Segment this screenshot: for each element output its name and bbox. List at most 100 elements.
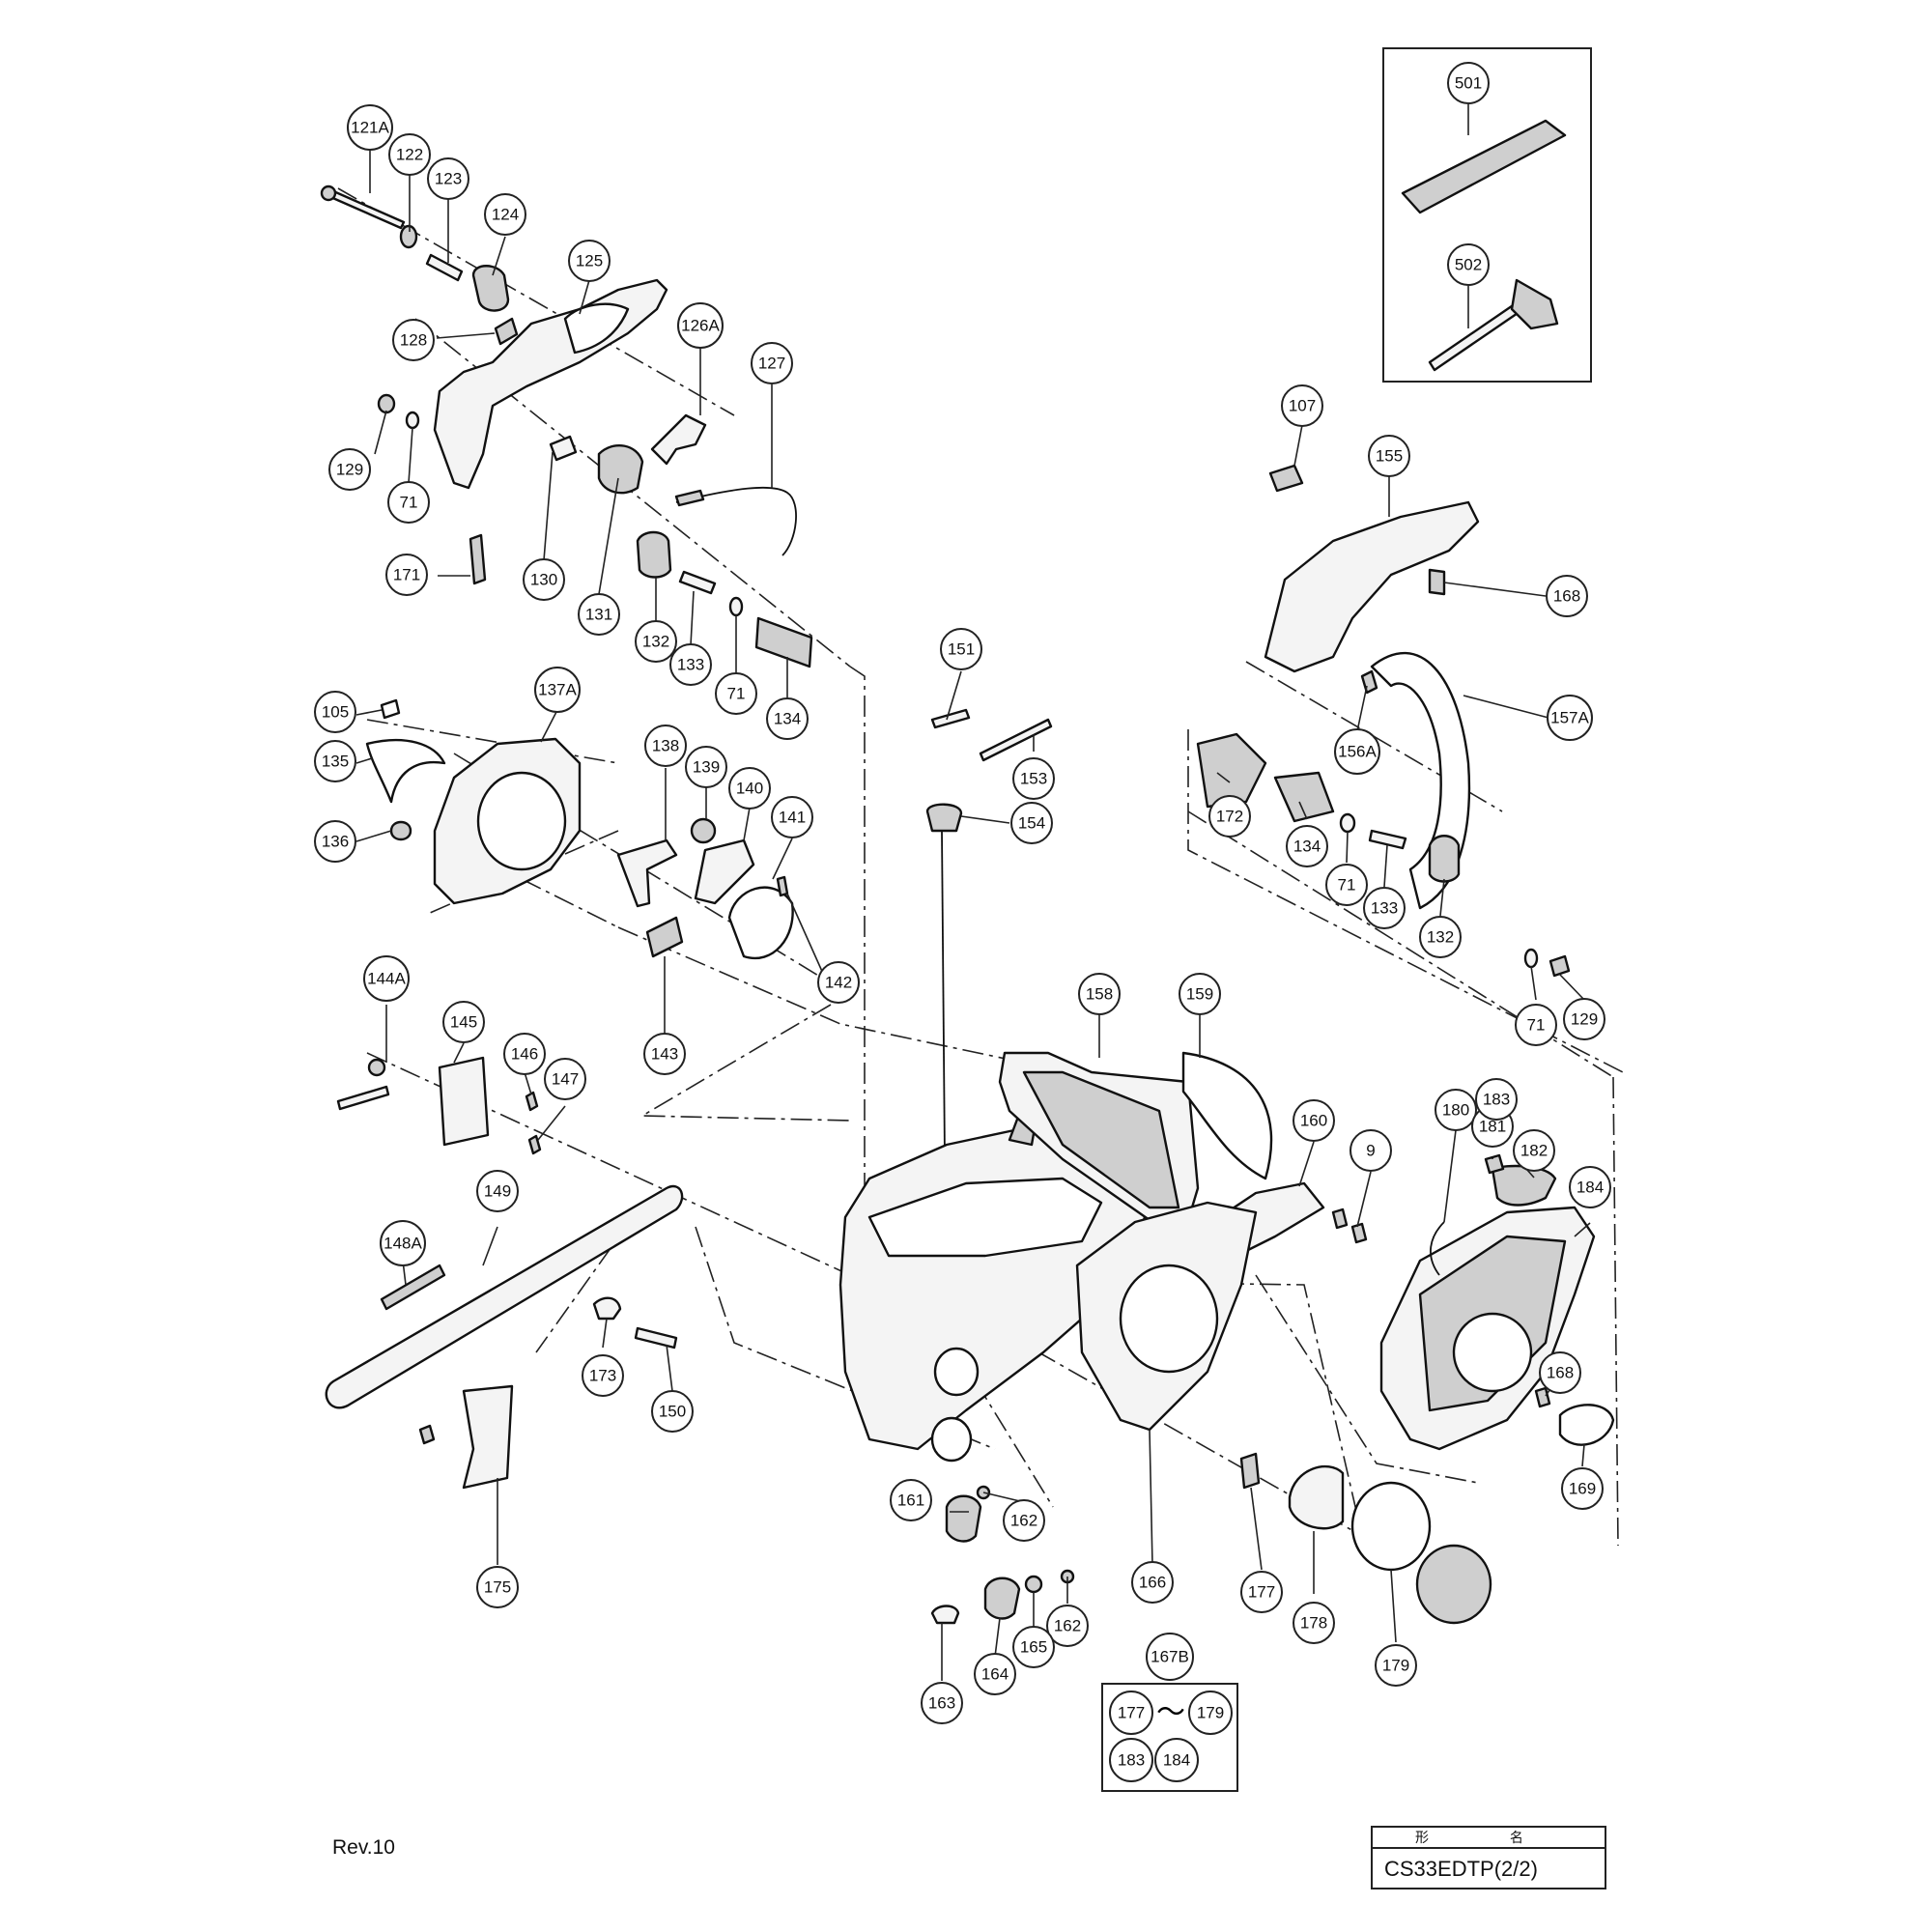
engine-port-shape [933, 1347, 980, 1397]
damper-132b-shape [1428, 835, 1461, 883]
callout-number: 166 [1139, 1574, 1166, 1592]
damper-132-shape [636, 530, 672, 579]
callout-number: 168 [1553, 587, 1580, 606]
bolt-133-shape [678, 570, 717, 595]
callout-137a: 137A [534, 667, 581, 713]
callout-number: 183 [1483, 1091, 1510, 1109]
callout-number: 131 [585, 606, 612, 624]
callout-132: 132 [1419, 916, 1462, 958]
callout-number: 150 [659, 1403, 686, 1421]
callout-number: 132 [642, 633, 669, 651]
screw-168-shape [1428, 568, 1446, 596]
callout-number: 140 [736, 780, 763, 798]
pump-164-shape [983, 1577, 1021, 1620]
screw-146-shape [525, 1091, 539, 1112]
callout-number: 154 [1018, 814, 1045, 833]
callout-124: 124 [484, 193, 526, 236]
cable-end-shape [674, 489, 705, 507]
callout-number: 178 [1300, 1614, 1327, 1633]
pin-123-shape [425, 253, 464, 282]
callout-157a: 157A [1547, 695, 1593, 741]
callout-number: 138 [652, 737, 679, 755]
fuel-line-group [925, 708, 1053, 1160]
callout-171: 171 [385, 554, 428, 596]
front-handle-group [1196, 464, 1571, 978]
callout-number: 105 [322, 703, 349, 722]
screw-9a-shape [1331, 1208, 1349, 1230]
screw-head-shape [320, 185, 337, 202]
callout-179: 179 [1375, 1644, 1417, 1687]
svg-text:177: 177 [1118, 1704, 1145, 1722]
model-title-block: 形 名 CS33EDTP(2/2) [1371, 1826, 1606, 1889]
callout-122: 122 [388, 133, 431, 176]
callout-107: 107 [1281, 384, 1323, 427]
callout-184: 184 [1569, 1166, 1611, 1208]
callout-126a: 126A [677, 302, 724, 349]
callout-146: 146 [503, 1033, 546, 1075]
kit-range-start: 177 [1109, 1690, 1153, 1735]
nut-129b-shape [1548, 954, 1571, 978]
grip-182-shape [1491, 1164, 1557, 1207]
callout-134: 134 [1286, 825, 1328, 867]
kit-range-end: 179 [1188, 1690, 1233, 1735]
callout-128: 128 [392, 319, 435, 361]
callout-number: 127 [758, 355, 785, 373]
callout-155: 155 [1368, 435, 1410, 477]
callout-141: 141 [771, 796, 813, 838]
callout-160: 160 [1293, 1099, 1335, 1142]
callout-165: 165 [1012, 1626, 1055, 1668]
callout-71: 71 [1325, 864, 1368, 906]
callout-number: 144A [367, 970, 406, 988]
callout-136: 136 [314, 820, 356, 863]
callout-number: 161 [897, 1492, 924, 1510]
callout-164: 164 [974, 1653, 1016, 1695]
callout-number: 121A [351, 119, 389, 137]
washer-71c-shape [1339, 812, 1356, 834]
grille-shape [1022, 1070, 1180, 1209]
grommet-154-shape [925, 803, 963, 833]
callout-140: 140 [728, 767, 771, 810]
callout-182: 182 [1513, 1129, 1555, 1172]
leader-lines [355, 104, 1591, 1681]
callout-number: 146 [511, 1045, 538, 1064]
callout-149: 149 [476, 1170, 519, 1212]
bushing-124-shape [471, 265, 510, 312]
handle-grip-shape [563, 302, 630, 355]
spring-130-shape [549, 435, 578, 462]
insert-181-shape [1484, 1153, 1505, 1175]
svg-text:184: 184 [1163, 1751, 1190, 1770]
callout-number: 107 [1289, 397, 1316, 415]
callout-162: 162 [1046, 1605, 1089, 1647]
protector-175-shape [462, 1384, 514, 1490]
callout-127: 127 [751, 342, 793, 384]
tensioner-144a-shape [336, 1085, 390, 1111]
callout-121a: 121A [347, 104, 393, 151]
callout-number: 151 [948, 640, 975, 659]
screw-121a-shape [327, 188, 406, 230]
callout-161: 161 [890, 1479, 932, 1521]
filter-159-shape [1181, 1051, 1273, 1180]
callout-number: 148A [384, 1235, 422, 1253]
callout-number: 159 [1186, 985, 1213, 1004]
callout-158: 158 [1078, 973, 1121, 1015]
kit-box [1101, 1683, 1238, 1792]
rear-handle-group [320, 185, 813, 668]
svg-text:179: 179 [1197, 1704, 1224, 1722]
callout-number: 162 [1054, 1617, 1081, 1635]
callout-131: 131 [578, 593, 620, 636]
washer-122-shape [399, 224, 418, 249]
callout-150: 150 [651, 1390, 694, 1433]
callout-number: 175 [484, 1578, 511, 1597]
callout-162: 162 [1003, 1499, 1045, 1542]
cover-window-shape [476, 771, 567, 871]
handle-bracket-155-shape [1264, 500, 1480, 673]
callout-130: 130 [523, 558, 565, 601]
callout-180: 180 [1435, 1089, 1477, 1131]
callout-139: 139 [685, 746, 727, 788]
callout-number: 142 [825, 974, 852, 992]
callout-number: 143 [651, 1045, 678, 1064]
callout-number: 136 [322, 833, 349, 851]
kit-callout-167b: 167B [1146, 1633, 1194, 1681]
link-140-shape [694, 838, 755, 905]
